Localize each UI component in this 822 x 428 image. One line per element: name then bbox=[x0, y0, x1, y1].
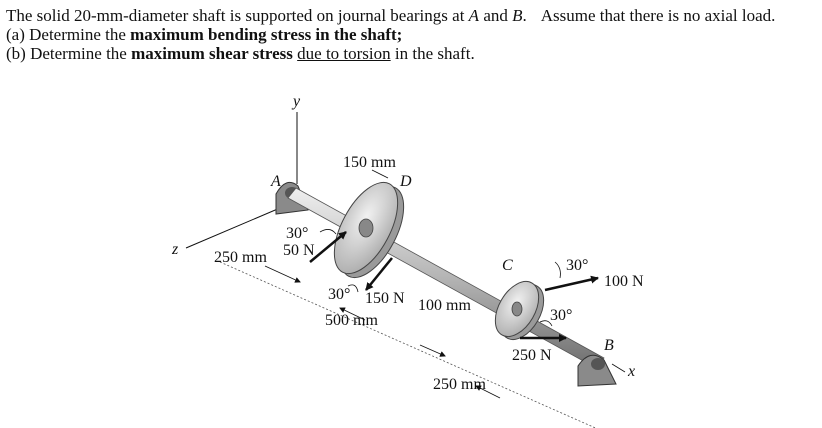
x-axis-label: x bbox=[627, 363, 635, 380]
problem-line-2: (a) Determine the maximum bending stress… bbox=[6, 25, 775, 44]
force-arrow-150n bbox=[365, 257, 393, 291]
force-label-100n: 100 N bbox=[604, 273, 644, 290]
problem-text-underlined: due to torsion bbox=[297, 44, 391, 63]
problem-text: Assume that there is no axial load. bbox=[540, 6, 776, 25]
point-c-label: C bbox=[502, 257, 513, 274]
problem-text-bold: maximum shear stress bbox=[131, 44, 293, 63]
angle-arc bbox=[319, 229, 337, 235]
problem-text: A bbox=[468, 6, 480, 25]
problem-text: The solid 20-mm-diameter shaft is suppor… bbox=[6, 6, 469, 25]
dimension-arrow bbox=[264, 265, 301, 283]
problem-statement: The solid 20-mm-diameter shaft is suppor… bbox=[6, 6, 775, 63]
dimension-leader bbox=[371, 169, 389, 179]
point-b-label: B bbox=[604, 337, 614, 354]
force-label-250n: 250 N bbox=[512, 347, 552, 364]
force-label-150n: 150 N bbox=[365, 290, 405, 307]
pulley-c bbox=[494, 281, 545, 340]
point-a-label: A bbox=[270, 173, 281, 190]
bearing-b bbox=[577, 354, 617, 387]
force-arrow-100n bbox=[544, 275, 599, 292]
problem-text: (a) Determine the bbox=[6, 25, 131, 44]
dimension-label-250-left: 250 mm bbox=[214, 249, 267, 266]
angle-arc bbox=[539, 320, 553, 327]
problem-text: . bbox=[522, 6, 527, 25]
dimension-arrow bbox=[339, 307, 366, 321]
angle-arc bbox=[347, 284, 359, 293]
dimension-line-bottom bbox=[219, 261, 597, 428]
dimension-label-500: 500 mm bbox=[325, 312, 378, 329]
problem-line-1: The solid 20-mm-diameter shaft is suppor… bbox=[6, 6, 775, 25]
problem-text: in the shaft. bbox=[390, 44, 475, 63]
problem-text: (b) Determine the bbox=[6, 44, 132, 63]
problem-text: B bbox=[512, 6, 523, 25]
point-d-label: D bbox=[399, 173, 412, 190]
z-axis-label: z bbox=[171, 241, 179, 258]
x-axis-line bbox=[611, 363, 626, 373]
shaft bbox=[287, 187, 605, 369]
pulley-d bbox=[333, 181, 405, 279]
dimension-label-150: 150 mm bbox=[343, 154, 396, 171]
y-axis-label: y bbox=[291, 93, 301, 110]
problem-text: and bbox=[479, 6, 513, 25]
problem-text-bold: maximum bending stress in the shaft; bbox=[130, 25, 403, 44]
angle-label: 30° bbox=[286, 225, 308, 242]
dimension-arrow bbox=[419, 344, 446, 357]
dimension-label-250-bottom: 250 mm bbox=[433, 376, 486, 393]
dimension-arrow bbox=[475, 385, 501, 399]
angle-label: 30° bbox=[328, 286, 350, 303]
force-label-50n: 50 N bbox=[283, 242, 315, 259]
angle-label: 30° bbox=[550, 307, 572, 324]
angle-label: 30° bbox=[566, 257, 588, 274]
dimension-label-100: 100 mm bbox=[418, 297, 471, 314]
force-arrow-50n bbox=[309, 231, 347, 263]
problem-line-3: (b) Determine the maximum shear stress d… bbox=[6, 44, 775, 63]
angle-arc bbox=[554, 261, 561, 279]
